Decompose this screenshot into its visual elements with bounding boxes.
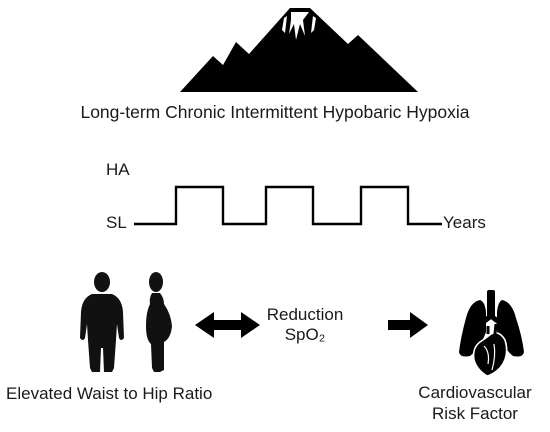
waist-hip-caption: Elevated Waist to Hip Ratio (6, 384, 213, 403)
years-axis-label: Years (443, 213, 486, 232)
diagram-title: Long-term Chronic Intermittent Hypobaric… (80, 102, 470, 122)
double-arrow-icon (195, 312, 260, 338)
reduction-label: Reduction (266, 305, 344, 324)
cardiovascular-caption-line2: Risk Factor (432, 404, 518, 423)
intermittent-waveform (134, 185, 442, 226)
spo2-label: SpO₂ (284, 325, 326, 344)
front-body-silhouette-icon (80, 272, 124, 372)
high-altitude-label: HA (106, 160, 130, 179)
cardiovascular-caption-line1: Cardiovascular (418, 383, 532, 402)
mountain-icon (180, 8, 418, 92)
lungs-heart-icon (459, 290, 524, 377)
sea-level-label: SL (106, 213, 127, 232)
right-arrow-icon (388, 312, 428, 338)
side-body-silhouette-icon (146, 272, 172, 372)
